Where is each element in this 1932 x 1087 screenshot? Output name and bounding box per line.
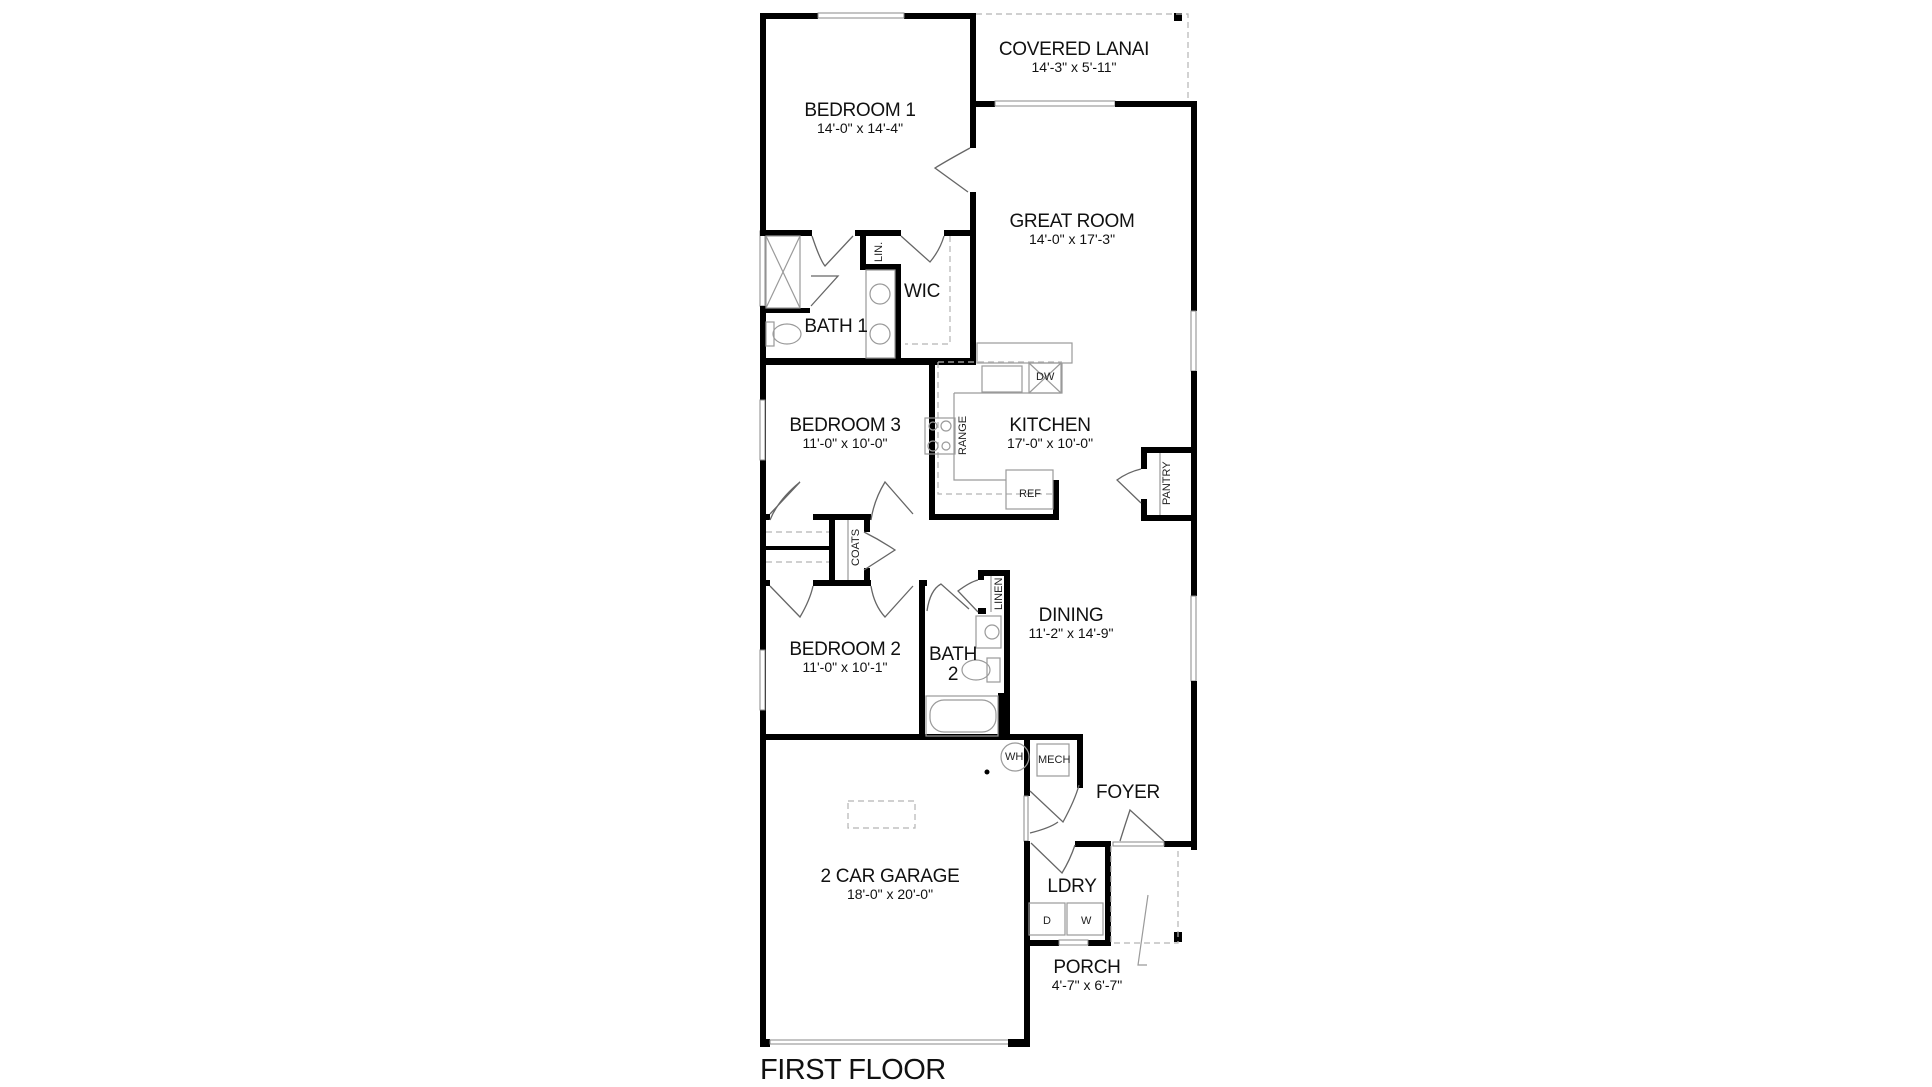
room-dimensions: 17'-0" x 10'-0" bbox=[1006, 434, 1094, 451]
room-name: KITCHEN bbox=[1009, 415, 1091, 436]
floor-title: FIRST FLOOR bbox=[760, 1054, 946, 1086]
room-dimensions: 11'-2" x 14'-9" bbox=[1028, 624, 1114, 641]
room-bath-2: BATH 2 bbox=[929, 645, 977, 685]
room-dimensions: 4'-7" x 6'-7" bbox=[1051, 976, 1123, 993]
room-garage: 2 CAR GARAGE 18'-0" x 20'-0" bbox=[821, 867, 960, 902]
room-kitchen: KITCHEN 17'-0" x 10'-0" bbox=[1007, 416, 1093, 451]
room-great-room: GREAT ROOM 14'-0" x 17'-3" bbox=[1009, 212, 1134, 247]
room-bedroom-2: BEDROOM 2 11'-0" x 10'-1" bbox=[789, 639, 901, 675]
coats-closet-label: COATS bbox=[850, 528, 862, 566]
room-dimensions: 14'-0" x 17'-3" bbox=[1028, 230, 1116, 247]
room-wic: WIC bbox=[904, 282, 940, 302]
water-heater-label: WH bbox=[1005, 751, 1024, 763]
room-dimensions: 11'-0" x 10'-0" bbox=[802, 434, 888, 451]
room-name: BATH 1 bbox=[804, 316, 868, 337]
room-dimensions: 11'-0" x 10'-1" bbox=[802, 658, 888, 675]
mechanical-label: MECH bbox=[1038, 754, 1071, 766]
linen-label: LINEN bbox=[993, 577, 1005, 610]
walls bbox=[759, 12, 1197, 1047]
room-laundry: LDRY bbox=[1047, 877, 1096, 897]
room-name: DINING bbox=[1038, 605, 1104, 626]
room-bedroom-1: BEDROOM 1 14'-0" x 14'-4" bbox=[804, 100, 916, 136]
room-name: BEDROOM 2 bbox=[789, 639, 901, 660]
room-name: FOYER bbox=[1096, 782, 1160, 803]
room-dimensions: 14'-0" x 14'-4" bbox=[816, 119, 904, 136]
room-dimensions: 18'-0" x 20'-0" bbox=[846, 885, 934, 902]
refrigerator-label: REF bbox=[1019, 488, 1041, 500]
room-name-line2: 2 bbox=[947, 663, 959, 685]
washer-label: W bbox=[1081, 915, 1092, 927]
room-name: COVERED LANAI bbox=[998, 39, 1150, 60]
room-porch: PORCH 4'-7" x 6'-7" bbox=[1052, 958, 1123, 993]
room-dining: DINING 11'-2" x 14'-9" bbox=[1028, 606, 1113, 641]
room-covered-lanai: COVERED LANAI 14'-3" x 5'-11" bbox=[998, 39, 1150, 75]
room-name: GREAT ROOM bbox=[1009, 211, 1135, 232]
room-name: BATH bbox=[928, 644, 978, 665]
room-foyer: FOYER bbox=[1096, 783, 1160, 803]
dryer-label: D bbox=[1043, 915, 1051, 927]
room-dimensions: 14'-3" x 5'-11" bbox=[1031, 58, 1117, 75]
room-bath-1: BATH 1 bbox=[804, 316, 868, 337]
room-bedroom-3: BEDROOM 3 11'-0" x 10'-0" bbox=[789, 415, 901, 451]
pantry-label: PANTRY bbox=[1161, 461, 1173, 505]
room-name: LDRY bbox=[1047, 876, 1097, 897]
room-name: PORCH bbox=[1053, 957, 1121, 978]
doors bbox=[769, 147, 1165, 875]
linen-closet-label: LIN. bbox=[873, 241, 885, 262]
room-name: 2 CAR GARAGE bbox=[820, 866, 960, 887]
fixtures bbox=[765, 13, 1189, 966]
room-name: WIC bbox=[903, 281, 941, 302]
dishwasher-label: DW bbox=[1036, 371, 1055, 383]
range-label: RANGE bbox=[957, 415, 969, 455]
room-name: BEDROOM 3 bbox=[789, 415, 901, 436]
room-name: BEDROOM 1 bbox=[804, 100, 916, 121]
